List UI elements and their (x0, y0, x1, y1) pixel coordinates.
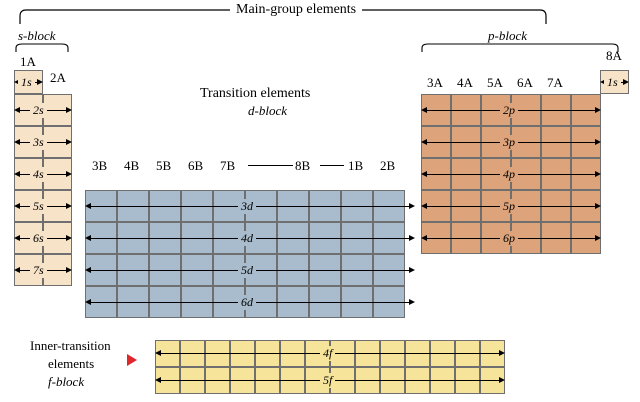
orbital-label-2s: 2s (30, 103, 47, 118)
arrowhead-right-6p (595, 234, 601, 241)
arrowhead-right-3d (409, 202, 415, 209)
arrowhead-left-2s (14, 106, 20, 113)
orbital-label-6s: 6s (30, 231, 47, 246)
s-block-brace (15, 43, 69, 52)
group-label-8A: 8A (606, 48, 622, 63)
s-block-heading: s-block (18, 28, 56, 43)
arrowhead-right-6d (409, 298, 415, 305)
inner-transition-heading-line2: elements (48, 356, 95, 371)
arrowhead-right-2s (66, 106, 72, 113)
page-title: Main-group elements (230, 2, 363, 18)
arrowhead-left-4p (421, 170, 427, 177)
orbital-label-4f: 4f (320, 346, 336, 361)
group-label-6B: 6B (188, 158, 204, 173)
arrowhead-right-3p (595, 138, 601, 145)
arrowhead-right-5f (499, 376, 505, 383)
group-label-1A: 1A (20, 54, 36, 69)
group-label-3A: 3A (427, 75, 443, 90)
group-label-7A: 7A (547, 75, 563, 90)
group-8B-span-left (248, 165, 293, 166)
arrowhead-right-1s-right (623, 78, 629, 85)
group-label-1B: 1B (348, 158, 364, 173)
transition-elements-heading: Transition elements (200, 86, 311, 101)
orbital-label-1s: 1s (18, 75, 35, 90)
arrowhead-left-3d (85, 202, 91, 209)
arrowhead-left-4d (85, 234, 91, 241)
table-row (155, 367, 505, 394)
orbital-label-2p: 2p (500, 103, 518, 118)
orbital-label-1s-right: 1s (604, 75, 621, 90)
f-block-heading: f-block (48, 374, 85, 389)
arrowhead-left-6p (421, 234, 427, 241)
arrowhead-right-5d (409, 266, 415, 273)
arrowhead-left-6d (85, 298, 91, 305)
arrowhead-left-3s (14, 138, 20, 145)
p-block-heading: p-block (488, 28, 527, 43)
orbital-label-5f: 5f (320, 373, 336, 388)
arrowhead-left-5f (155, 376, 161, 383)
s-block-grid (14, 94, 72, 286)
d-block-heading: d-block (248, 103, 287, 118)
group-label-3B: 3B (92, 158, 108, 173)
arrowhead-right-5p (595, 202, 601, 209)
orbital-label-5s: 5s (30, 199, 47, 214)
arrowhead-left-1s (14, 78, 20, 85)
orbital-label-5p: 5p (500, 199, 518, 214)
arrowhead-left-5p (421, 202, 427, 209)
arrowhead-left-1s-right (600, 78, 606, 85)
orbital-label-3s: 3s (30, 135, 47, 150)
arrowhead-right-7s (66, 266, 72, 273)
arrowhead-left-5s (14, 202, 20, 209)
arrowhead-left-4s (14, 170, 20, 177)
group-label-2A: 2A (50, 70, 66, 85)
orbital-label-7s: 7s (30, 263, 47, 278)
orbital-label-6d: 6d (238, 295, 256, 310)
group-label-8B: 8B (295, 158, 311, 173)
arrowhead-right-4d (409, 234, 415, 241)
orbital-label-4p: 4p (500, 167, 518, 182)
arrowhead-left-2p (421, 106, 427, 113)
group-label-5B: 5B (156, 158, 172, 173)
orbital-label-5d: 5d (238, 263, 256, 278)
orbital-label-3d: 3d (238, 199, 256, 214)
group-label-2B: 2B (380, 158, 396, 173)
arrowhead-left-7s (14, 266, 20, 273)
inner-transition-heading-line1: Inner-transition (30, 338, 111, 353)
arrowhead-right-3s (66, 138, 72, 145)
orbital-label-3p: 3p (500, 135, 518, 150)
arrowhead-right-4f (499, 349, 505, 356)
arrowhead-right-4s (66, 170, 72, 177)
arrowhead-left-6s (14, 234, 20, 241)
group-label-7B: 7B (220, 158, 236, 173)
arrowhead-left-4f (155, 349, 161, 356)
arrowhead-right-5s (66, 202, 72, 209)
group-label-6A: 6A (517, 75, 533, 90)
arrowhead-right-1s (37, 78, 43, 85)
group-label-5A: 5A (487, 75, 503, 90)
orbital-label-6p: 6p (500, 231, 518, 246)
arrowhead-right-4p (595, 170, 601, 177)
arrowhead-left-5d (85, 266, 91, 273)
group-label-4A: 4A (457, 75, 473, 90)
group-label-4B: 4B (124, 158, 140, 173)
orbital-label-4s: 4s (30, 167, 47, 182)
orbital-label-4d: 4d (238, 231, 256, 246)
pointer-triangle-icon (127, 354, 137, 366)
p-block-brace (421, 43, 619, 52)
group-8B-span-right (320, 165, 344, 166)
arrowhead-right-2p (595, 106, 601, 113)
arrowhead-right-6s (66, 234, 72, 241)
arrowhead-left-3p (421, 138, 427, 145)
